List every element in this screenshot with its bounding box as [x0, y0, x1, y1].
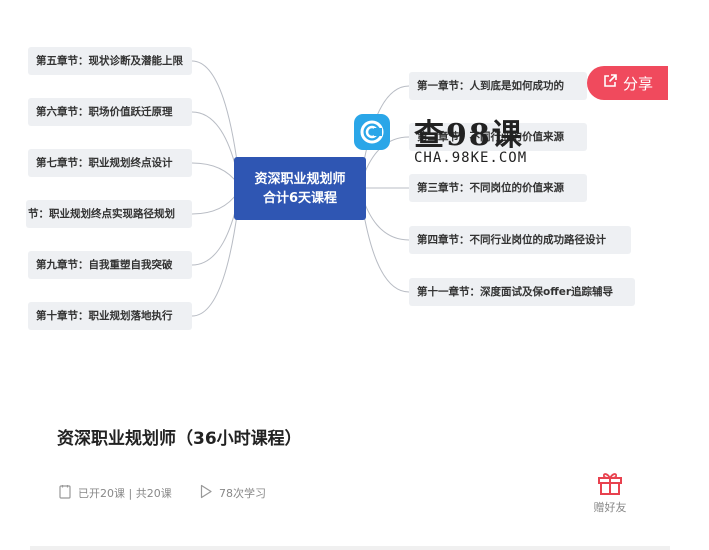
- watermark-text: 查98课: [414, 118, 524, 153]
- lesson-count-text: 已开20课 | 共20课: [78, 487, 172, 500]
- right-node-2: 第二章节：不同行业的价值来源: [409, 123, 587, 151]
- left-node-4: 节：职业规划终点实现路径规划: [26, 200, 192, 228]
- gift-friend-button[interactable]: 赠好友: [590, 470, 630, 515]
- right-node-3: 第三章节：不同岗位的价值来源: [409, 174, 587, 202]
- connector-left-4: [191, 191, 239, 215]
- share-button[interactable]: 分享: [587, 66, 668, 100]
- bottom-divider: [30, 546, 670, 550]
- connector-right-4: [361, 195, 410, 241]
- course-title: 资深职业规划师（36小时课程）: [57, 429, 302, 449]
- watermark-url: CHA.98KE.COM: [414, 150, 528, 166]
- lesson-count: 已开20课 | 共20课: [58, 484, 172, 502]
- connector-left-6: [191, 207, 239, 317]
- play-icon: [199, 484, 213, 502]
- mind-map: 第五章节：现状诊断及潜能上限 第六章节：职场价值跃迁原理 第七章节：职业规划终点…: [26, 47, 635, 330]
- watermark-logo-icon: [354, 114, 390, 150]
- right-node-4: 第四章节：不同行业岗位的成功路径设计: [409, 226, 631, 254]
- connector-left-3: [191, 162, 239, 185]
- left-node-5: 第九章节：自我重塑自我突破: [28, 251, 192, 279]
- share-icon: [602, 73, 618, 93]
- left-node-6: 第十章节：职业规划落地执行: [28, 302, 192, 330]
- gift-label: 赠好友: [593, 501, 627, 514]
- connector-left-1: [191, 60, 239, 169]
- right-node-1: 第一章节：人到底是如何成功的: [409, 72, 587, 100]
- center-line-2: 合计6天课程: [262, 190, 338, 206]
- share-label: 分享: [622, 74, 653, 93]
- lesson-icon: [58, 484, 72, 502]
- right-node-5: 第十一章节：深度面试及保offer追踪辅导: [409, 278, 635, 306]
- left-node-2: 第六章节：职场价值跃迁原理: [28, 98, 192, 126]
- center-line-1: 资深职业规划师: [254, 171, 346, 187]
- mind-map-center: 资深职业规划师 合计6天课程: [234, 157, 366, 220]
- learner-count-text: 78次学习: [219, 487, 266, 500]
- gift-icon: [590, 470, 630, 499]
- left-node-3: 第七章节：职业规划终点设计: [28, 149, 192, 177]
- left-node-1: 第五章节：现状诊断及潜能上限: [28, 47, 192, 75]
- connector-right-5: [361, 203, 410, 293]
- learner-count: 78次学习: [199, 484, 266, 502]
- watermark: 查98课 CHA.98KE.COM: [354, 110, 544, 170]
